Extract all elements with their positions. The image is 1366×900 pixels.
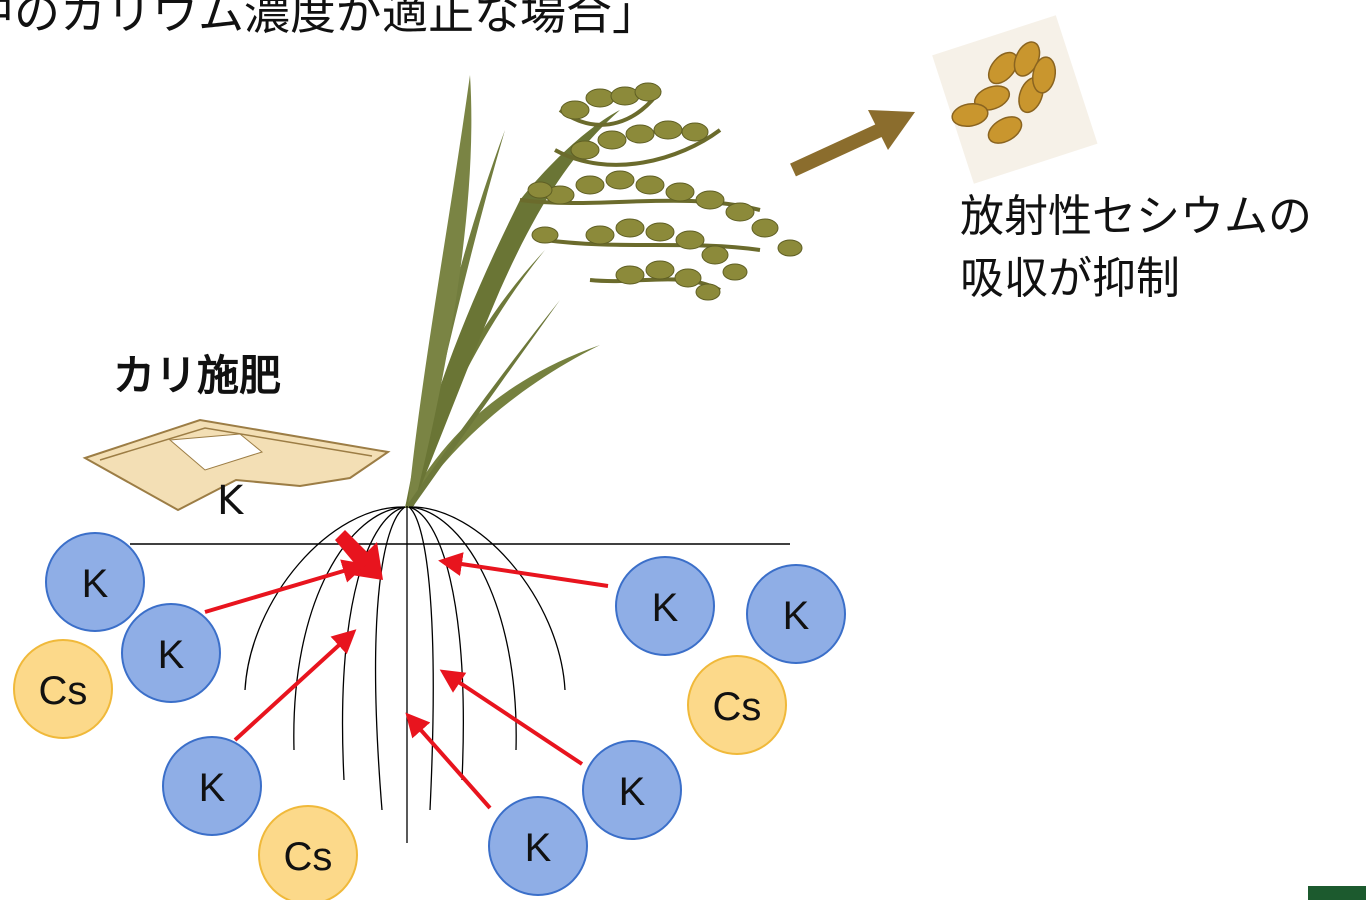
page-title: 中のカリウム濃度が適正な場合」 [0,0,658,40]
fertilizer-bag-illustration [82,418,391,512]
root-system [244,506,566,843]
fertilizer-k-label: K [217,478,244,524]
corner-decoration [1308,886,1366,900]
k-ion: K [746,564,846,664]
result-line-2: 吸収が抑制 [960,253,1180,304]
svg-text:K: K [199,766,226,810]
svg-text:K: K [783,594,810,638]
svg-text:K: K [652,586,679,630]
svg-text:K: K [158,633,185,677]
svg-text:K: K [619,770,646,814]
rice-plant-illustration [405,75,803,508]
cs-ion: Cs [687,655,787,755]
svg-text:Cs: Cs [713,685,762,729]
absorption-arrows [204,552,609,810]
k-ion: K [121,603,221,703]
result-text: 放射性セシウムの 吸収が抑制 [960,186,1312,310]
cs-ion: Cs [13,639,113,739]
svg-text:Cs: Cs [39,669,88,713]
cesium-ions: Cs Cs Cs [13,639,787,900]
fertilizer-label: カリ施肥 [113,351,282,400]
k-ion: K [162,736,262,836]
k-ion: K [615,556,715,656]
svg-text:K: K [82,562,109,606]
result-arrow [790,110,915,177]
k-ion: K [488,796,588,896]
fertilizer-k-arrow [335,530,383,580]
svg-text:K: K [525,826,552,870]
result-line-1: 放射性セシウムの [960,191,1312,242]
svg-text:Cs: Cs [284,835,333,879]
k-ion: K [582,740,682,840]
rice-grains-illustration [932,15,1098,184]
potassium-ions: K K K K K K K [45,532,846,896]
k-ion: K [45,532,145,632]
cs-ion: Cs [258,805,358,900]
